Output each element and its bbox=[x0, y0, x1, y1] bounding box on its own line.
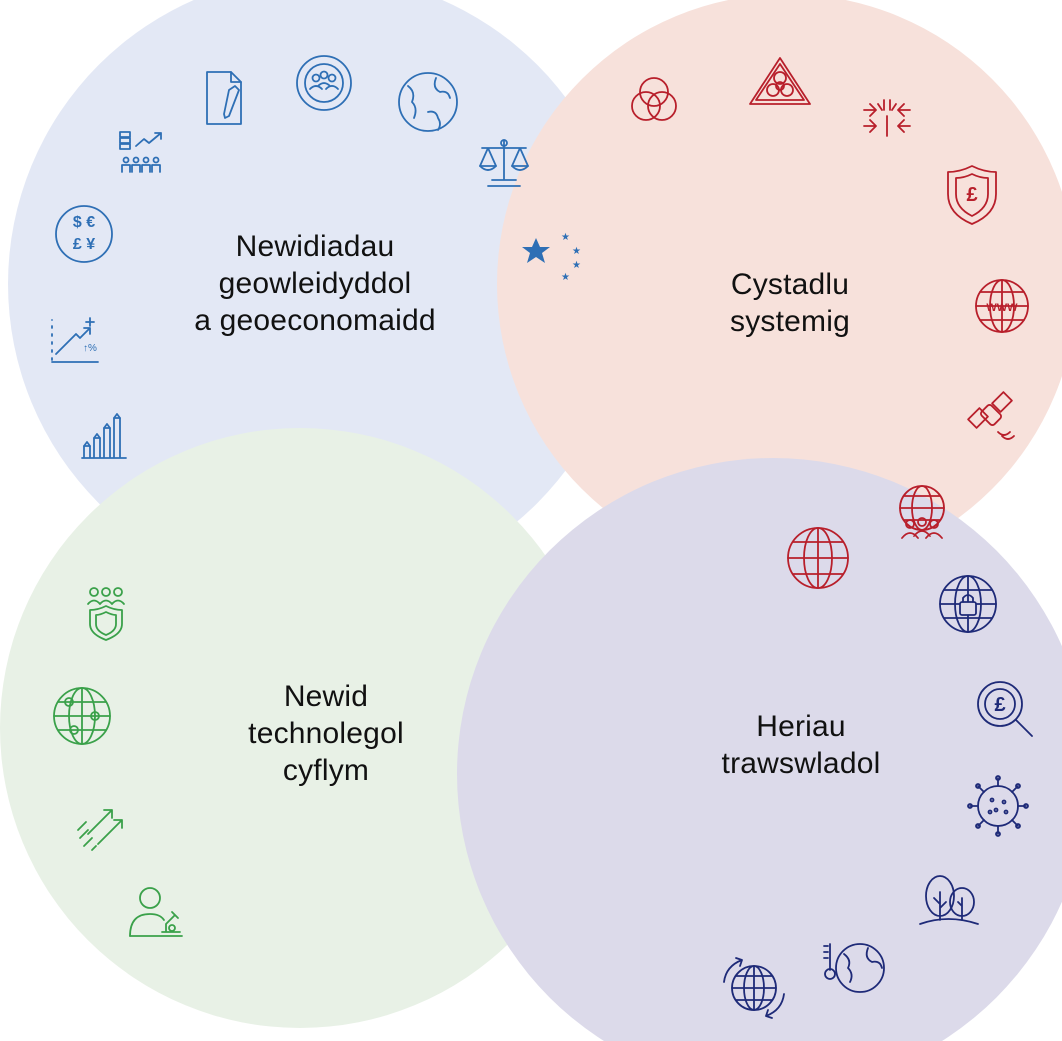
label-geopolitical-line3: a geoeconomaidd bbox=[194, 304, 436, 337]
pound-shield-symbol: £ bbox=[966, 184, 977, 206]
pound-search-icon bbox=[977, 681, 1033, 737]
label-technology-line3: cyflym bbox=[282, 754, 370, 787]
lock-globe-icon bbox=[939, 575, 997, 633]
currency-symbols-top: $ € bbox=[73, 214, 95, 231]
label-technology-line1: Newid bbox=[283, 680, 369, 713]
circle-transnational bbox=[457, 458, 1062, 1041]
label-systemic-line2: systemig bbox=[730, 305, 850, 338]
pound-search-symbol: £ bbox=[994, 694, 1005, 716]
trees-icon bbox=[919, 875, 979, 925]
globe-people-icon bbox=[899, 485, 945, 539]
label-transnational: Heriau trawswladol bbox=[676, 708, 926, 782]
circle-geopolitical bbox=[8, 0, 628, 594]
www-globe-icon bbox=[975, 279, 1029, 333]
label-geopolitical-line2: geowleidyddol bbox=[218, 267, 412, 300]
document-pen-icon bbox=[206, 71, 242, 125]
label-systemic-line1: Cystadlu bbox=[730, 268, 850, 301]
currency-symbols-bottom: £ ¥ bbox=[73, 236, 95, 253]
label-technology-line2: technolegol bbox=[248, 717, 404, 750]
globe-icon bbox=[398, 72, 458, 132]
people-shield-icon bbox=[87, 587, 125, 641]
virus-icon bbox=[967, 775, 1029, 837]
money-growth-people-icon bbox=[119, 131, 162, 173]
biohazard-icon bbox=[749, 57, 811, 105]
label-geopolitical-line1: Newidiadau bbox=[235, 230, 395, 263]
label-technology: Newid technolegol cyflym bbox=[216, 678, 436, 789]
label-transnational-line1: Heriau bbox=[756, 710, 846, 743]
svg-text:★: ★ bbox=[561, 272, 570, 283]
svg-text:★: ★ bbox=[561, 232, 570, 243]
people-cycle-icon bbox=[296, 55, 352, 111]
conflict-arrows-icon bbox=[863, 99, 911, 137]
network-globe-icon bbox=[53, 687, 111, 745]
label-geopolitical: Newidiadau geowleidyddol a geoeconomaidd bbox=[145, 228, 485, 339]
satellite-icon bbox=[967, 391, 1015, 440]
pound-shield-icon bbox=[947, 165, 997, 225]
bar-chart-arrows-icon bbox=[81, 413, 127, 459]
growth-percent-icon bbox=[51, 317, 99, 363]
percent-symbol: ↑% bbox=[83, 343, 97, 354]
label-transnational-line2: trawswladol bbox=[721, 747, 881, 780]
svg-text:★: ★ bbox=[572, 260, 581, 271]
svg-text:★: ★ bbox=[572, 246, 581, 257]
fast-arrows-icon bbox=[77, 809, 123, 851]
scientist-microscope-icon bbox=[129, 887, 183, 937]
www-symbol: WWW bbox=[986, 302, 1018, 314]
globe-icon bbox=[787, 527, 849, 589]
circle-technology bbox=[0, 428, 600, 1028]
recycle-globe-icon bbox=[723, 957, 785, 1019]
climate-globe-icon bbox=[823, 943, 885, 993]
eu-stars-icon: ★ ★ ★ ★ bbox=[522, 232, 581, 283]
scales-icon bbox=[479, 139, 529, 187]
venn-icon bbox=[631, 77, 677, 121]
label-systemic: Cystadlu systemig bbox=[680, 266, 900, 340]
currency-icon bbox=[55, 205, 113, 263]
circle-systemic bbox=[497, 0, 1062, 574]
